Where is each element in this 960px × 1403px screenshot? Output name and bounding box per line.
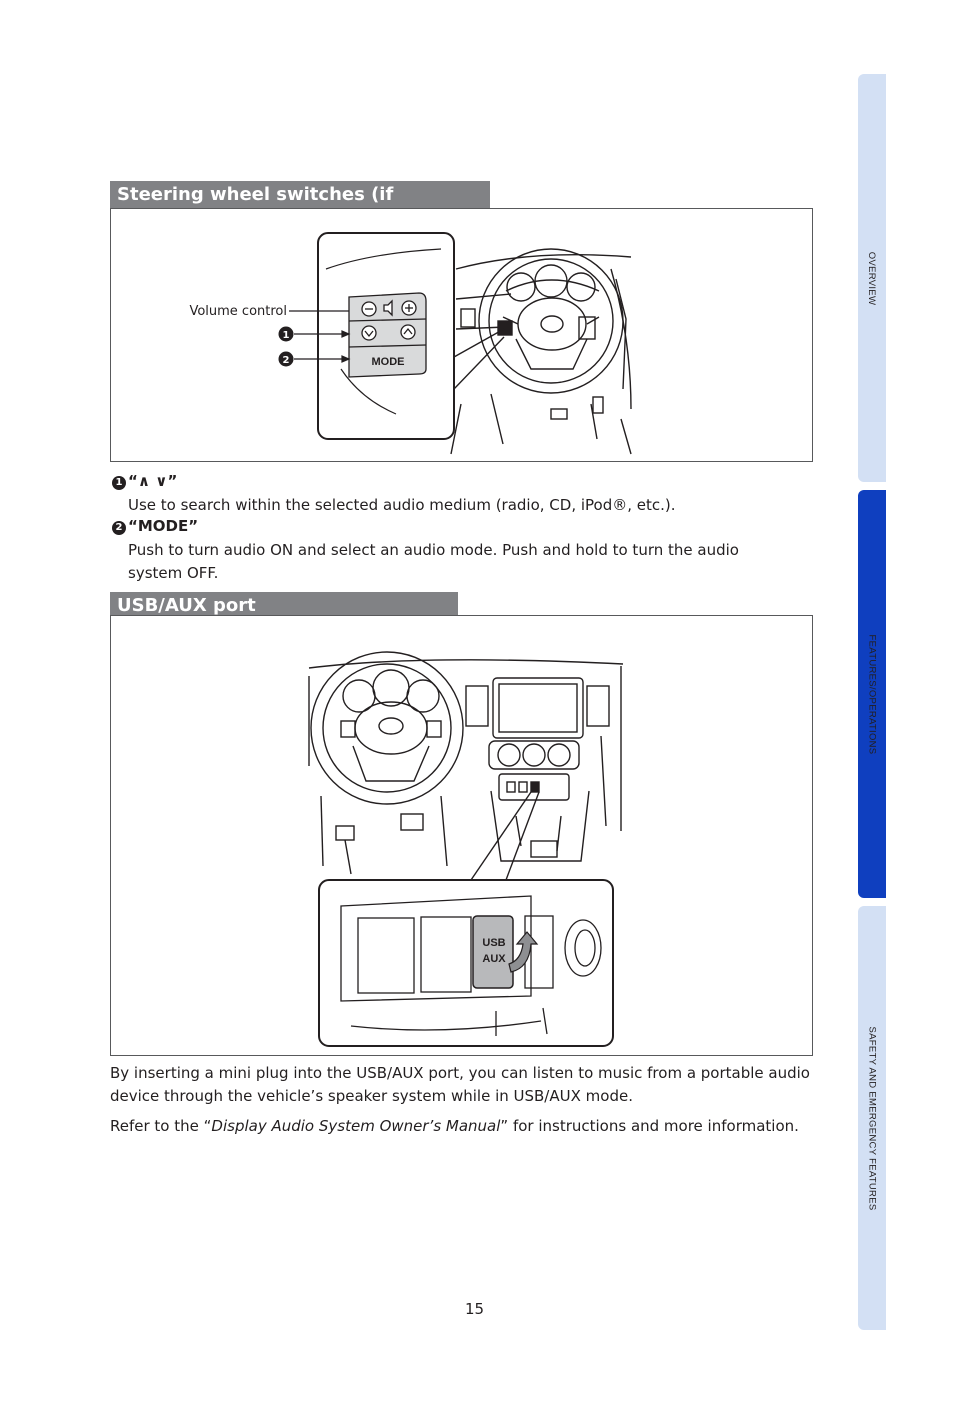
section-title-usb-aux: USB/AUX port	[110, 592, 458, 619]
side-tab-features-operations[interactable]	[858, 490, 886, 898]
open-cover-arrow-icon	[508, 931, 539, 973]
item-description-mode: Push to turn audio ON and select an audi…	[128, 541, 739, 582]
callout-2: 2	[283, 355, 290, 366]
mode-button-label: MODE	[372, 356, 405, 368]
manual-reference: Refer to the “Display Audio System Owner…	[110, 1115, 800, 1138]
steering-wheel-illustration: MODE Volume control 1 2	[189, 232, 632, 455]
side-tab-overview[interactable]	[858, 74, 886, 482]
side-tab-label: SAFETY AND EMERGENCY FEATURES	[866, 1026, 878, 1210]
callout-1: 1	[283, 330, 290, 341]
item-number-1: 1	[112, 476, 126, 490]
item-number-2: 2	[112, 521, 126, 535]
item-title-up-down: “∧ ∨”	[128, 472, 178, 490]
side-tab-label: OVERVIEW	[866, 251, 878, 305]
manual-title: Display Audio System Owner’s Manual	[211, 1117, 501, 1135]
usb-aux-illustration-frame: USB AUX	[110, 615, 813, 1056]
manual-reference-suffix: ” for instructions and more information.	[500, 1117, 799, 1135]
side-tab-label: FEATURES/OPERATIONS	[866, 634, 878, 754]
item-title-mode: “MODE”	[128, 517, 199, 535]
aux-label: AUX	[482, 953, 506, 965]
manual-reference-prefix: Refer to the “	[110, 1117, 212, 1135]
side-label-safety: SAFETY AND EMERGENCY FEATURES	[858, 906, 886, 1330]
usb-aux-illustration: USB AUX	[308, 651, 624, 1047]
side-tab-safety[interactable]	[858, 906, 886, 1330]
page-number: 15	[465, 1300, 485, 1318]
side-label-overview: OVERVIEW	[858, 74, 886, 482]
item-description-up-down: Use to search within the selected audio …	[128, 496, 676, 514]
side-label-features: FEATURES/OPERATIONS	[858, 490, 886, 898]
usb-label: USB	[482, 937, 505, 949]
section-title-steering-switches: Steering wheel switches (if equipped)	[110, 181, 490, 232]
usb-aux-description: By inserting a mini plug into the USB/AU…	[110, 1064, 810, 1105]
volume-control-callout: Volume control	[189, 304, 287, 319]
steering-illustration-frame: MODE Volume control 1 2	[110, 208, 813, 462]
